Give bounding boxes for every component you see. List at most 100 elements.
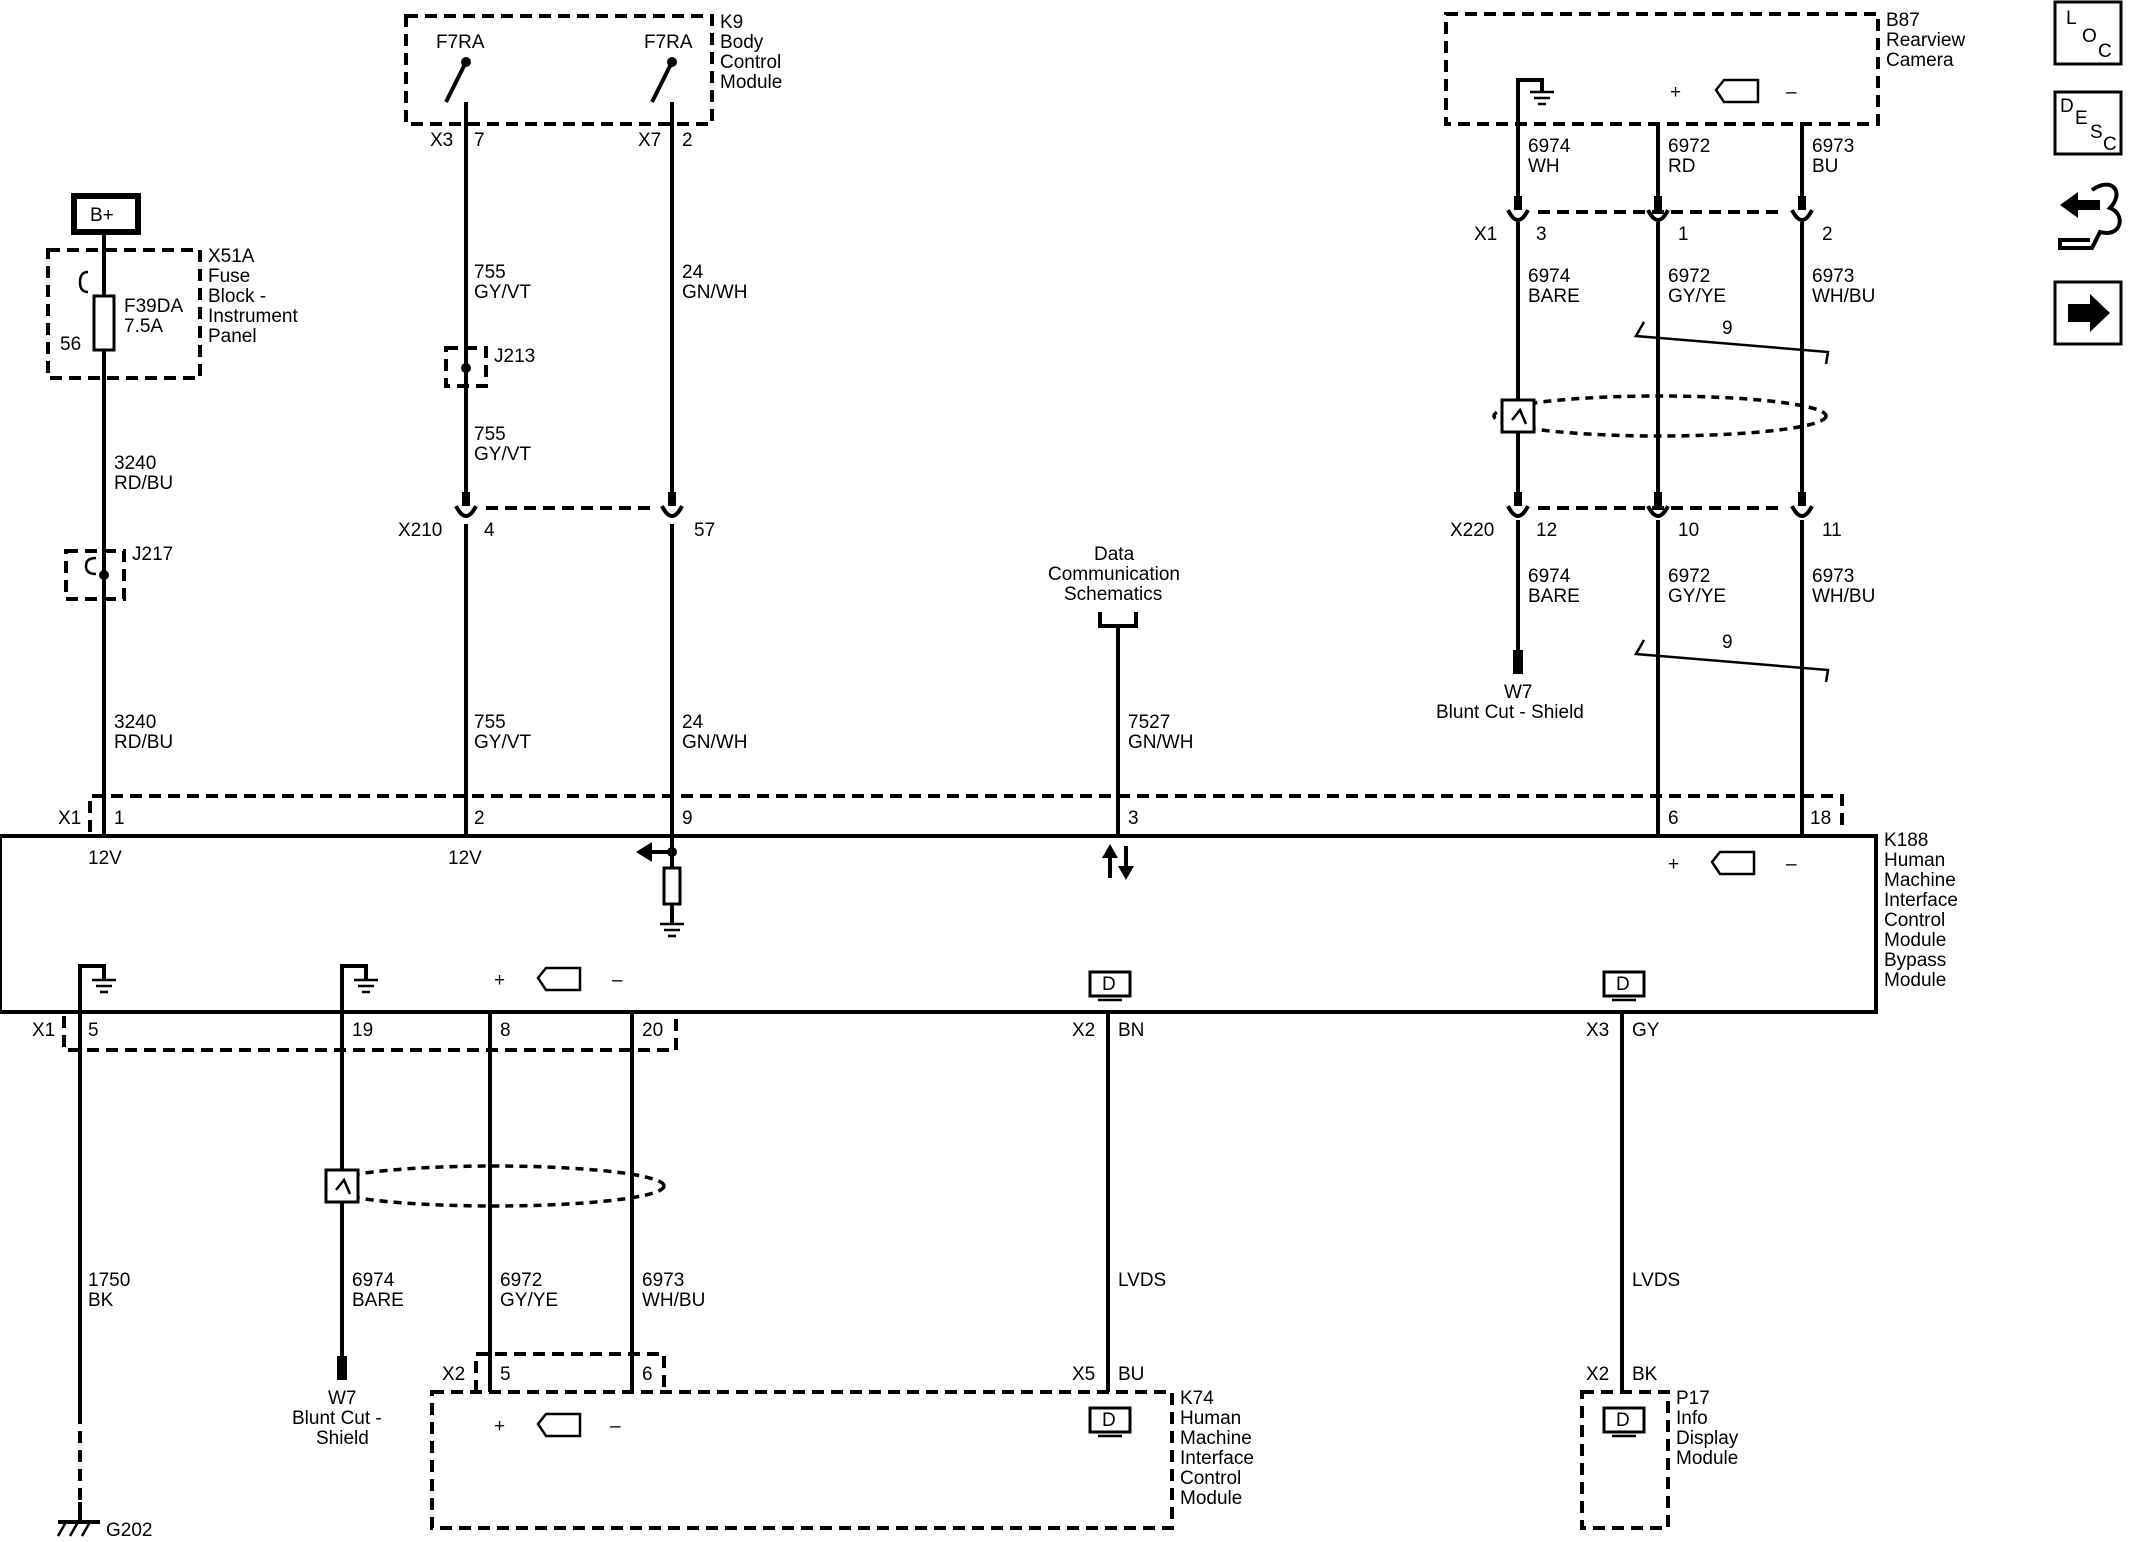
camera-signal-icon bbox=[1714, 78, 1760, 104]
p17-info-display-module: X2 BK D P17 Info Display Module bbox=[1580, 1364, 1739, 1530]
svg-text:GY/VT: GY/VT bbox=[474, 732, 531, 753]
twisted-pair-mark bbox=[1633, 321, 1830, 365]
data-communication-link[interactable]: Data Communication Schematics 7527 GN/WH bbox=[1048, 544, 1193, 836]
connector-x210: X210 4 57 bbox=[398, 492, 715, 541]
wire-755: 755 GY/VT J213 755 GY/VT 755 GY/VT bbox=[444, 124, 535, 836]
svg-text:755: 755 bbox=[474, 262, 506, 283]
svg-text:56: 56 bbox=[60, 334, 81, 355]
svg-text:X5: X5 bbox=[1072, 1364, 1095, 1385]
ground-wire-1750: 1750 BK G202 bbox=[56, 1012, 152, 1541]
svg-text:D: D bbox=[1102, 1410, 1116, 1431]
svg-text:X7: X7 bbox=[638, 130, 661, 151]
svg-text:Schematics: Schematics bbox=[1064, 584, 1162, 605]
loc-button[interactable]: L O C bbox=[2053, 0, 2123, 66]
svg-text:RD/BU: RD/BU bbox=[114, 732, 173, 753]
svg-text:9: 9 bbox=[1722, 632, 1733, 653]
svg-text:S: S bbox=[2090, 122, 2103, 143]
svg-text:Module: Module bbox=[1180, 1488, 1242, 1509]
connector-info-icon[interactable] bbox=[2058, 182, 2122, 250]
svg-text:18: 18 bbox=[1810, 808, 1831, 829]
svg-text:WH/BU: WH/BU bbox=[1812, 286, 1875, 307]
svg-text:Interface: Interface bbox=[1884, 890, 1958, 911]
svg-text:755: 755 bbox=[474, 712, 506, 733]
svg-text:3: 3 bbox=[1128, 808, 1139, 829]
svg-text:C: C bbox=[2098, 41, 2112, 62]
svg-text:X2: X2 bbox=[1072, 1020, 1095, 1041]
rearview-camera-b87: B87 Rearview Camera + – bbox=[1444, 10, 1965, 126]
wire-24: 24 GN/WH 24 GN/WH bbox=[670, 124, 747, 836]
svg-text:7.5A: 7.5A bbox=[124, 316, 163, 337]
svg-text:X210: X210 bbox=[398, 520, 442, 541]
svg-text:GY: GY bbox=[1632, 1020, 1660, 1041]
svg-text:3: 3 bbox=[1536, 224, 1547, 245]
svg-text:5: 5 bbox=[500, 1364, 511, 1385]
svg-text:D: D bbox=[1616, 974, 1630, 995]
resistor-icon bbox=[662, 866, 682, 906]
svg-text:11: 11 bbox=[1822, 520, 1842, 541]
svg-text:BU: BU bbox=[1118, 1364, 1144, 1385]
svg-text:6972: 6972 bbox=[1668, 136, 1710, 157]
splice-dot bbox=[99, 570, 109, 580]
shield-ellipse bbox=[1492, 394, 1828, 438]
svg-text:RD: RD bbox=[1668, 156, 1695, 177]
svg-text:9: 9 bbox=[682, 808, 693, 829]
camera-wires: 6974 WH 6972 RD 6973 BU X1 3 1 2 6974 BA… bbox=[1436, 124, 1875, 836]
svg-text:755: 755 bbox=[474, 424, 506, 445]
svg-text:Blunt Cut -: Blunt Cut - bbox=[292, 1408, 382, 1429]
k188-hmi-bypass-module: X1 1 2 9 3 6 18 12V 12V + – bbox=[0, 794, 1958, 1052]
svg-text:6974: 6974 bbox=[352, 1270, 395, 1291]
svg-text:5: 5 bbox=[88, 1020, 99, 1041]
svg-text:X1: X1 bbox=[1474, 224, 1497, 245]
svg-text:BK: BK bbox=[1632, 1364, 1658, 1385]
svg-text:X1: X1 bbox=[32, 1020, 55, 1041]
shield-drain-box bbox=[324, 1168, 360, 1204]
svg-text:G202: G202 bbox=[106, 1520, 152, 1541]
svg-text:6973: 6973 bbox=[642, 1270, 684, 1291]
svg-text:10: 10 bbox=[1678, 520, 1699, 541]
svg-text:1750: 1750 bbox=[88, 1270, 130, 1291]
svg-text:2: 2 bbox=[682, 130, 693, 151]
svg-text:3240: 3240 bbox=[114, 453, 156, 474]
svg-text:X2: X2 bbox=[442, 1364, 465, 1385]
svg-text:LVDS: LVDS bbox=[1118, 1270, 1166, 1291]
display-signal-icon: D bbox=[1602, 1406, 1646, 1438]
svg-text:Body: Body bbox=[720, 32, 764, 53]
display-signal-icon: D bbox=[1602, 970, 1646, 1002]
svg-text:J213: J213 bbox=[494, 346, 535, 367]
svg-text:F7RA: F7RA bbox=[436, 32, 485, 53]
svg-text:–: – bbox=[610, 1416, 621, 1437]
svg-text:GN/WH: GN/WH bbox=[682, 282, 747, 303]
svg-text:9: 9 bbox=[1722, 318, 1733, 339]
svg-text:K9: K9 bbox=[720, 12, 743, 33]
desc-button[interactable]: D E S C bbox=[2053, 90, 2123, 156]
svg-text:GY/YE: GY/YE bbox=[1668, 586, 1726, 607]
svg-text:Display: Display bbox=[1676, 1428, 1739, 1449]
svg-text:6972: 6972 bbox=[1668, 266, 1710, 287]
svg-text:BK: BK bbox=[88, 1290, 114, 1311]
svg-text:12V: 12V bbox=[448, 848, 482, 869]
svg-text:Control: Control bbox=[1884, 910, 1945, 931]
svg-text:2: 2 bbox=[1822, 224, 1833, 245]
k74-hmi-control-module: X2 5 6 X5 BU + – D K74 Human Machine Int… bbox=[430, 1352, 1254, 1530]
shield-drain-box bbox=[1500, 398, 1536, 434]
svg-text:K74: K74 bbox=[1180, 1388, 1214, 1409]
svg-text:GY/VT: GY/VT bbox=[474, 282, 531, 303]
svg-text:BN: BN bbox=[1118, 1020, 1144, 1041]
camera-signal-icon bbox=[1710, 850, 1756, 876]
body-control-module-k9: F7RA F7RA K9 Body Control Module X3 7 X7… bbox=[404, 12, 782, 151]
svg-text:RD/BU: RD/BU bbox=[114, 473, 173, 494]
next-arrow-button[interactable] bbox=[2053, 280, 2123, 346]
svg-text:24: 24 bbox=[682, 262, 704, 283]
svg-text:Module: Module bbox=[1676, 1448, 1738, 1469]
svg-text:12V: 12V bbox=[88, 848, 122, 869]
camera-pair-lower: 6972 GY/YE 6973 WH/BU bbox=[322, 1012, 705, 1392]
svg-text:GN/WH: GN/WH bbox=[1128, 732, 1193, 753]
display-signal-icon: D bbox=[1088, 1406, 1132, 1438]
svg-text:57: 57 bbox=[694, 520, 715, 541]
svg-text:12: 12 bbox=[1536, 520, 1557, 541]
svg-text:6972: 6972 bbox=[500, 1270, 542, 1291]
camera-signal-icon bbox=[536, 1412, 582, 1438]
svg-text:BARE: BARE bbox=[1528, 286, 1580, 307]
svg-text:Interface: Interface bbox=[1180, 1448, 1254, 1469]
